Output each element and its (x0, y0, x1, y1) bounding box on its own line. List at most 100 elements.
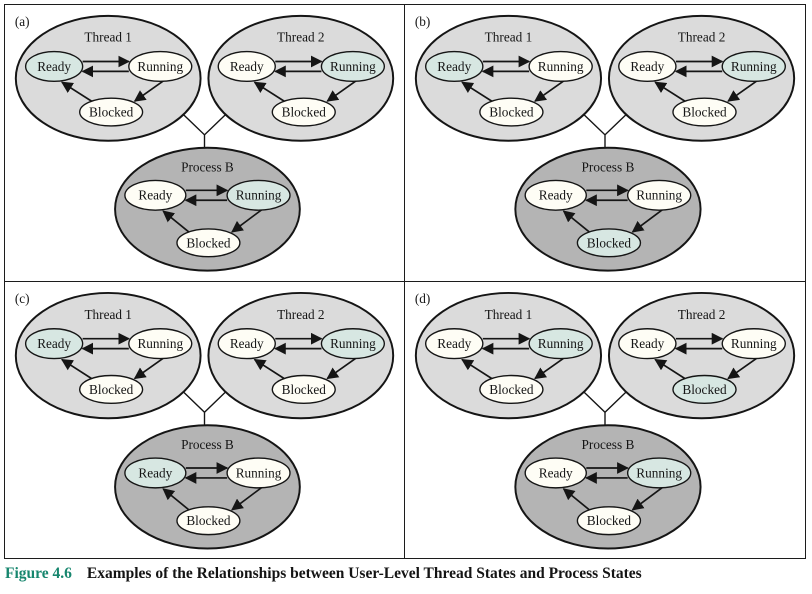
thread-group-ellipse (607, 14, 796, 142)
transition-arrow (461, 81, 493, 102)
state-ellipse-ready (217, 327, 276, 359)
state-ellipse-running (226, 179, 291, 211)
transition-arrow (326, 79, 358, 102)
figure-number: Figure 4.6 (5, 565, 72, 582)
transition-arrow (231, 208, 263, 233)
state-ellipse-ready (124, 179, 187, 211)
state-ellipse-running (320, 50, 386, 83)
state-label-running: Running (137, 59, 183, 74)
state-ellipse-running (226, 456, 291, 489)
state-label-ready: Ready (539, 188, 573, 203)
transition-arrow (326, 356, 358, 379)
state-label-running: Running (330, 336, 376, 351)
state-ellipse-blocked (79, 374, 144, 404)
process-group-ellipse (114, 146, 301, 272)
state-ellipse-blocked (176, 228, 241, 258)
thread-process-connector (183, 391, 226, 427)
state-ellipse-ready (24, 50, 84, 83)
thread-group-title: Thread 1 (84, 306, 131, 321)
transition-arrow (61, 358, 92, 379)
transition-arrow (534, 356, 566, 379)
panel-label: (a) (15, 14, 30, 29)
thread-group-title: Thread 2 (678, 30, 726, 45)
process-group-title: Process B (181, 159, 234, 174)
state-label-blocked: Blocked (587, 235, 632, 250)
transition-arrow (253, 81, 285, 102)
state-ellipse-ready (425, 50, 484, 83)
state-label-running: Running (538, 336, 584, 351)
state-label-running: Running (236, 188, 282, 203)
thread-group-title: Thread 2 (277, 306, 324, 321)
state-ellipse-running (721, 50, 786, 83)
transition-arrow (61, 81, 92, 102)
state-ellipse-blocked (576, 228, 642, 258)
state-label-ready: Ready (437, 59, 471, 74)
transition-arrow (562, 210, 590, 233)
state-label-blocked: Blocked (186, 513, 230, 528)
thread-group-title: Thread 1 (84, 30, 131, 45)
state-label-ready: Ready (230, 336, 264, 351)
figure-title: Examples of the Relationships between Us… (86, 565, 642, 582)
thread-process-connector (583, 391, 627, 427)
state-ellipse-ready (24, 327, 84, 359)
figure-caption: Figure 4.6 Examples of the Relationships … (5, 565, 805, 583)
thread-group-ellipse (14, 291, 202, 419)
state-ellipse-running (320, 327, 386, 359)
state-label-running: Running (731, 336, 777, 351)
state-label-ready: Ready (630, 336, 664, 351)
process-group-title: Process B (181, 437, 234, 452)
thread-process-connector (183, 114, 226, 150)
thread-group-title: Thread 2 (277, 30, 324, 45)
state-label-blocked: Blocked (282, 104, 327, 119)
transition-arrow (534, 79, 566, 102)
state-ellipse-running (626, 179, 692, 211)
thread-group-ellipse (607, 291, 796, 419)
state-label-blocked: Blocked (682, 104, 727, 119)
state-label-running: Running (137, 336, 183, 351)
transition-arrow (253, 358, 285, 379)
thread-process-connector (583, 114, 627, 150)
transition-arrow (133, 79, 165, 102)
transition-arrow (654, 81, 686, 102)
state-label-blocked: Blocked (282, 381, 326, 396)
state-label-ready: Ready (37, 59, 71, 74)
state-ellipse-ready (524, 456, 587, 489)
state-ellipse-ready (124, 456, 187, 489)
state-label-ready: Ready (630, 59, 664, 74)
transition-arrow (562, 487, 590, 510)
state-ellipse-running (528, 327, 593, 359)
state-ellipse-running (626, 456, 692, 489)
transition-arrow (162, 210, 190, 233)
process-group-title: Process B (582, 437, 635, 452)
state-ellipse-running (128, 50, 193, 83)
process-group-ellipse (514, 146, 702, 272)
thread-group-title: Thread 1 (485, 306, 533, 321)
state-label-running: Running (538, 59, 584, 74)
state-label-ready: Ready (138, 465, 172, 480)
state-ellipse-blocked (672, 374, 737, 404)
transition-arrow (654, 358, 686, 379)
state-label-running: Running (236, 465, 282, 480)
state-ellipse-blocked (479, 97, 544, 127)
state-label-blocked: Blocked (489, 104, 534, 119)
state-label-blocked: Blocked (89, 104, 134, 119)
state-ellipse-ready (217, 50, 276, 83)
state-ellipse-blocked (271, 97, 336, 127)
thread-group-ellipse (207, 291, 395, 419)
thread-group-title: Thread 1 (485, 30, 533, 45)
state-ellipse-running (528, 50, 593, 83)
thread-group-ellipse (14, 14, 202, 142)
transition-arrow (231, 485, 263, 510)
transition-arrow (133, 356, 165, 379)
panel-label: (d) (415, 290, 431, 305)
state-label-ready: Ready (437, 336, 471, 351)
state-ellipse-blocked (479, 374, 544, 404)
state-label-ready: Ready (539, 465, 573, 480)
process-group-ellipse (114, 423, 301, 550)
